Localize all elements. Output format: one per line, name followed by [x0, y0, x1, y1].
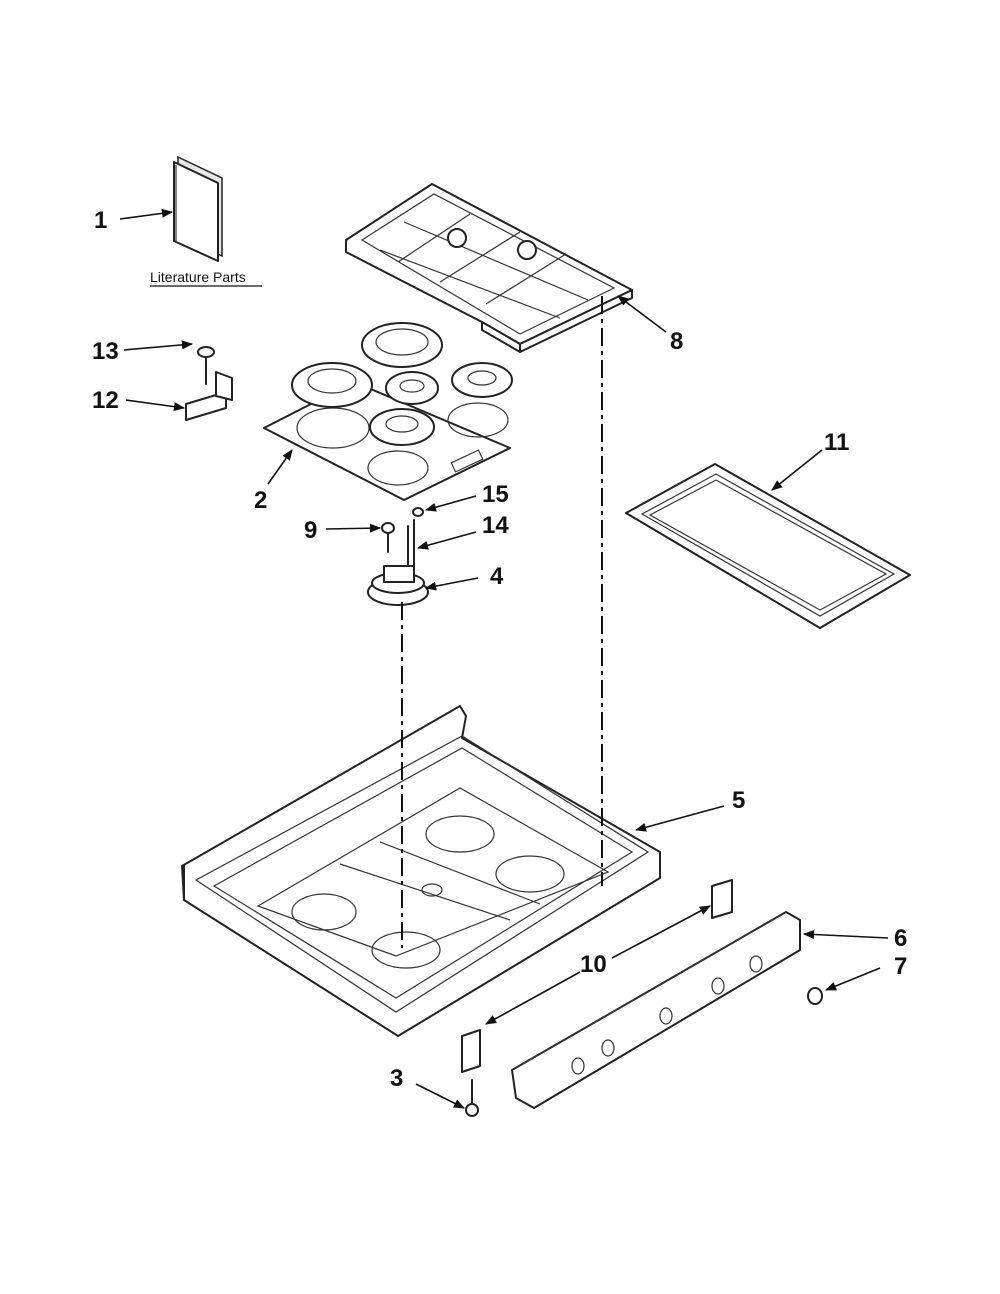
callout-12: 12: [92, 387, 119, 414]
callout-8: 8: [670, 328, 683, 355]
callout-10: 10: [580, 951, 607, 978]
bracket-and-screw: [185, 346, 233, 421]
literature-booklet: [173, 155, 223, 262]
manifold-panel: [461, 879, 801, 1109]
callout-3: 3: [390, 1065, 403, 1092]
callout-15: 15: [482, 481, 509, 508]
callout-2: 2: [254, 487, 267, 514]
callout-9: 9: [304, 517, 317, 544]
callout-5: 5: [732, 787, 745, 814]
leader-lines: [119, 208, 889, 1109]
callout-14: 14: [482, 512, 509, 539]
cooktop-burner-assembly: [263, 322, 513, 501]
main-top-pan: [181, 705, 661, 1037]
callout-4: 4: [490, 563, 504, 590]
frame-panel: [625, 463, 911, 629]
burner-grate: [345, 183, 633, 353]
callouts: 1 2 3 4 5 6 7 8 9 10 11 12 13 14 15: [92, 207, 907, 1092]
callout-1: 1: [94, 207, 107, 234]
callout-6: 6: [894, 925, 907, 952]
burner-base-assembly: [367, 507, 429, 606]
callout-11: 11: [824, 429, 849, 456]
screw-7: [807, 987, 823, 1005]
literature-parts-label: Literature Parts: [150, 269, 246, 285]
screw-3: [465, 1079, 479, 1117]
callout-13: 13: [92, 338, 119, 365]
callout-7: 7: [894, 953, 907, 980]
